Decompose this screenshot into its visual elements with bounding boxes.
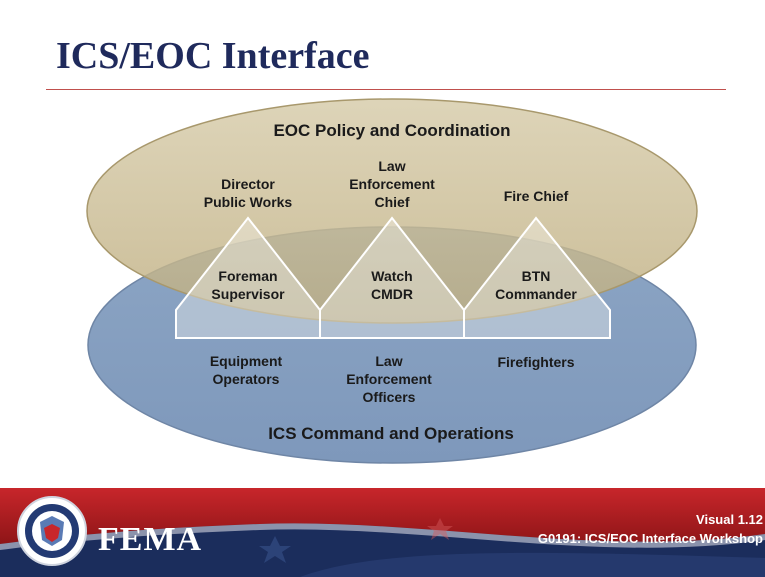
ics-label: ICS Command and Operations	[268, 424, 514, 443]
visual-number: Visual 1.12	[696, 512, 763, 527]
ics-role-law-enforcement: Law Enforcement Officers	[346, 353, 432, 405]
star-icon	[259, 536, 291, 563]
eoc-role-fire: Fire Chief	[503, 188, 569, 204]
interface-diagram	[86, 98, 698, 464]
ics-role-fire: Firefighters	[497, 354, 575, 370]
triangle-role-law-enforcement: Watch CMDR	[371, 268, 413, 302]
slide-title: ICS/EOC Interface	[56, 35, 370, 77]
course-title: G0191: ICS/EOC Interface Workshop	[537, 531, 763, 546]
eoc-role-law-enforcement: Law Enforcement Chief	[349, 158, 435, 210]
triangle-role-public-works: Foreman Supervisor	[211, 268, 285, 302]
triangle-public-works	[175, 216, 321, 339]
footer-banner	[0, 488, 765, 577]
star-icon	[427, 518, 453, 540]
eoc-ellipse	[86, 98, 698, 324]
fema-logo: FEMA	[98, 521, 203, 558]
triangle-law-enforcement	[319, 216, 465, 339]
title-divider	[46, 89, 726, 90]
eoc-role-public-works: Director Public Works	[203, 176, 293, 210]
triangle-role-fire: BTN Commander	[495, 268, 577, 302]
eoc-label: EOC Policy and Coordination	[273, 121, 511, 140]
ics-role-public-works: Equipment Operators	[209, 353, 283, 387]
triangle-fire	[463, 216, 611, 339]
